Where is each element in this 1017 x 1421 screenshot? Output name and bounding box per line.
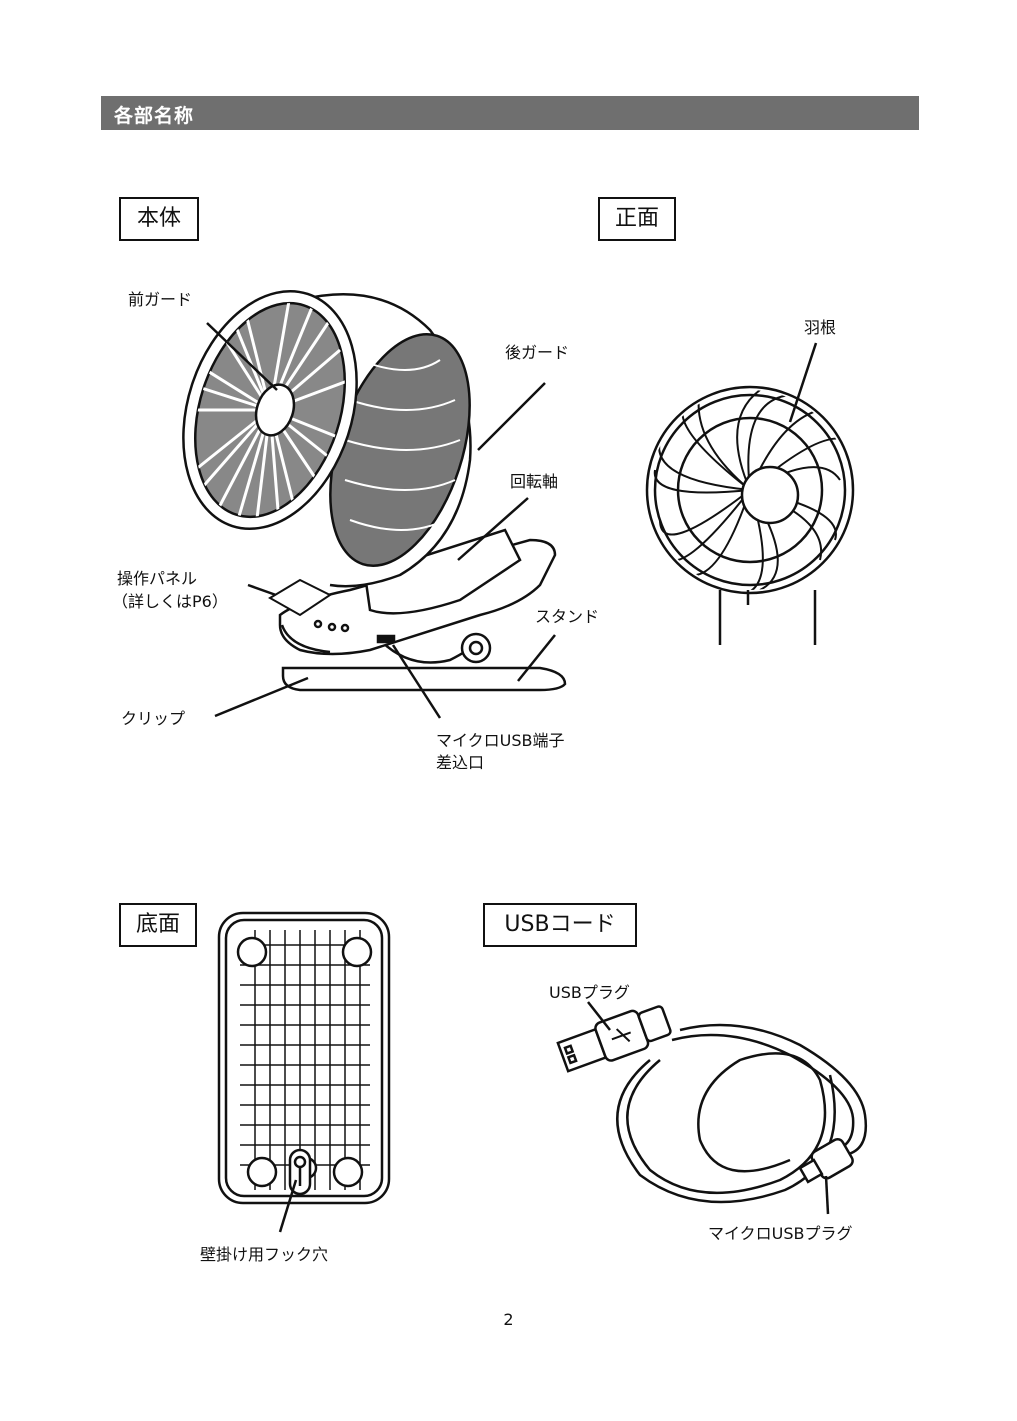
- micro-usb-port-label-line2: 差込口: [436, 753, 484, 773]
- micro-usb-port-label-line1: マイクロUSB端子: [436, 731, 565, 751]
- blade-label: 羽根: [804, 318, 836, 338]
- wall-hook-hole-label: 壁掛け用フック穴: [200, 1245, 328, 1265]
- micro-usb-plug-label: マイクロUSBプラグ: [708, 1224, 853, 1244]
- clip-lower-jaw: [283, 668, 565, 690]
- control-panel-label-line1: 操作パネル: [117, 569, 197, 589]
- micro-usb-port: [378, 636, 394, 642]
- rear-guard-label: 後ガード: [505, 343, 569, 363]
- front-hub: [742, 467, 798, 523]
- front-guard-label: 前ガード: [128, 290, 192, 310]
- usb-cord-illustration: [556, 1001, 866, 1202]
- front-view-illustration: [647, 387, 853, 645]
- clip-label: クリップ: [121, 709, 185, 729]
- usb-plug-label: USBプラグ: [549, 983, 630, 1003]
- clip-hinge: [462, 634, 490, 662]
- page-number: 2: [0, 1310, 1017, 1329]
- control-panel-label-line2: （詳しくはP6）: [112, 592, 228, 612]
- stand-label: スタンド: [535, 607, 599, 627]
- bottom-view-illustration: [219, 913, 389, 1203]
- pivot-label: 回転軸: [510, 472, 558, 492]
